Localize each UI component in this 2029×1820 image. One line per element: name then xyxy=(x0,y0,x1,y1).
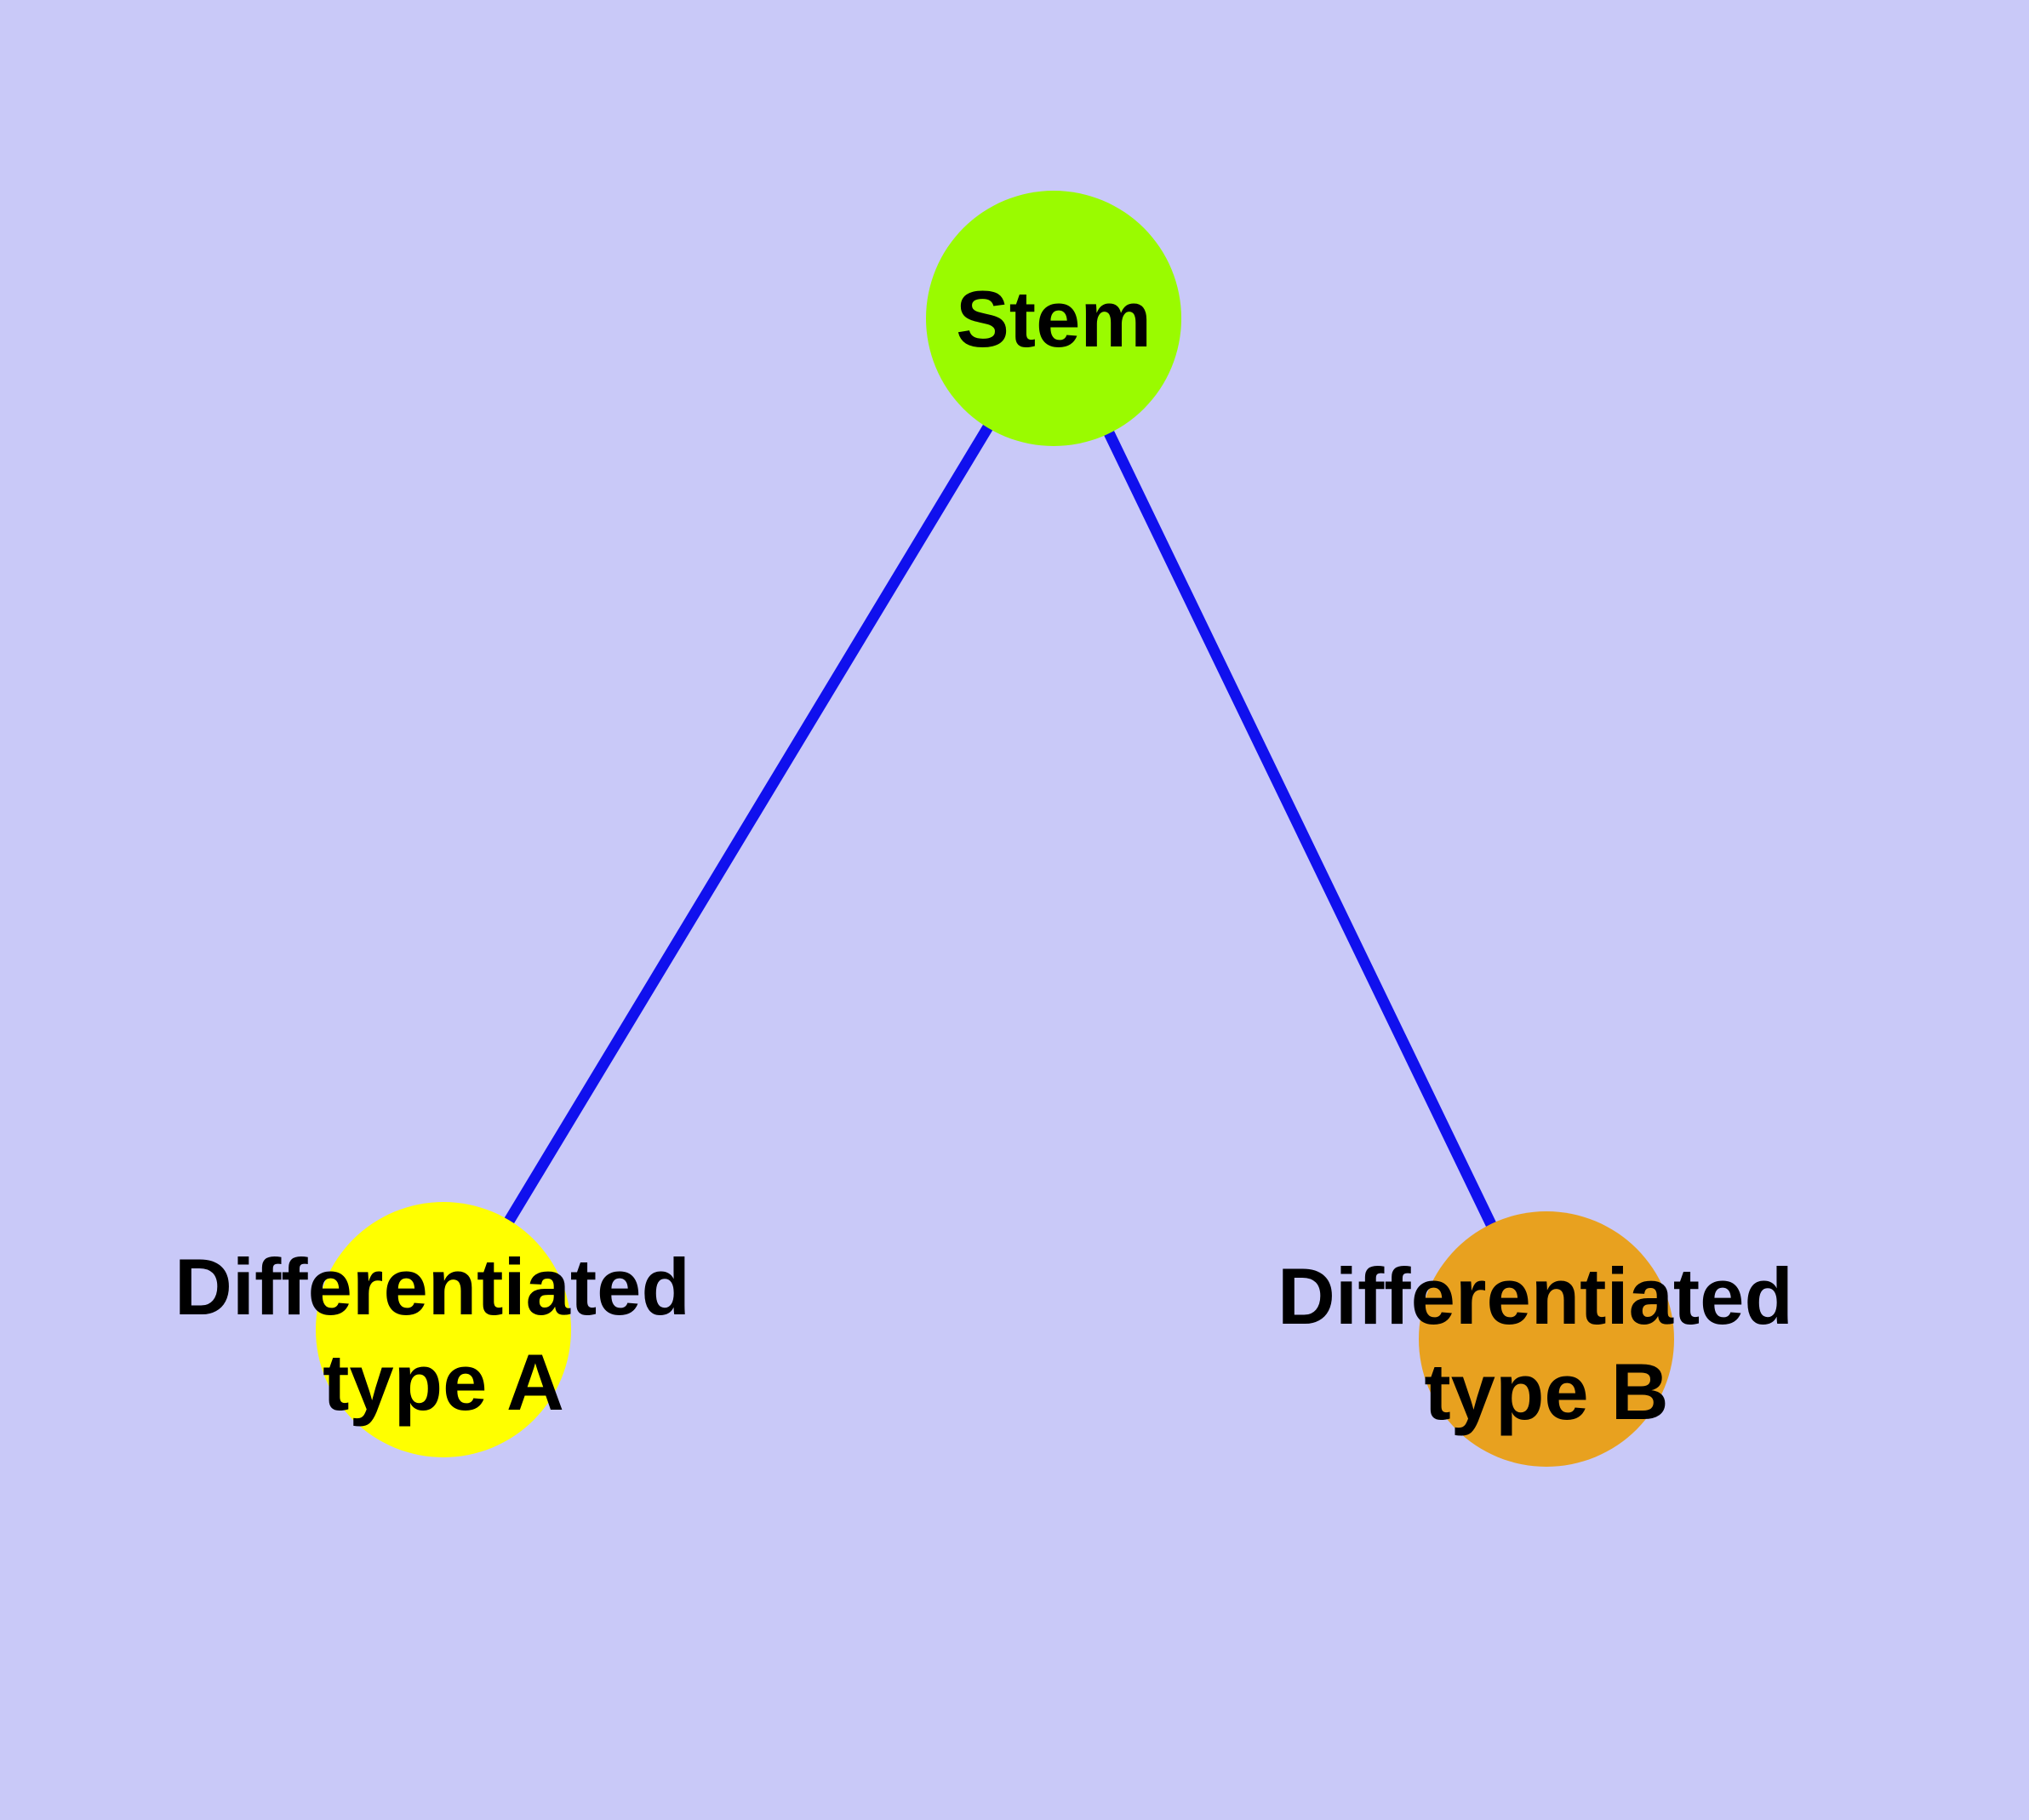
node-stem-label: Stem xyxy=(956,274,1152,363)
node-differentiated-type-b-label-line1: Differentiated xyxy=(1277,1251,1793,1341)
node-differentiated-type-b-label: Differentiated type B xyxy=(1277,1251,1815,1436)
node-stem xyxy=(926,191,1181,446)
edge-stem-to-type-a xyxy=(438,315,1059,1333)
node-differentiated-type-a-label-line2: type A xyxy=(323,1337,564,1427)
node-differentiated-type-a-label-line1: Differentiated xyxy=(174,1242,690,1331)
node-differentiated-type-a-label: Differentiated type A xyxy=(174,1242,712,1427)
node-differentiated-type-b xyxy=(1419,1211,1674,1467)
node-differentiated-type-b-label-line2: type B xyxy=(1424,1347,1668,1436)
node-differentiated-type-a xyxy=(316,1202,571,1457)
edge-stem-to-type-b xyxy=(1049,316,1552,1342)
